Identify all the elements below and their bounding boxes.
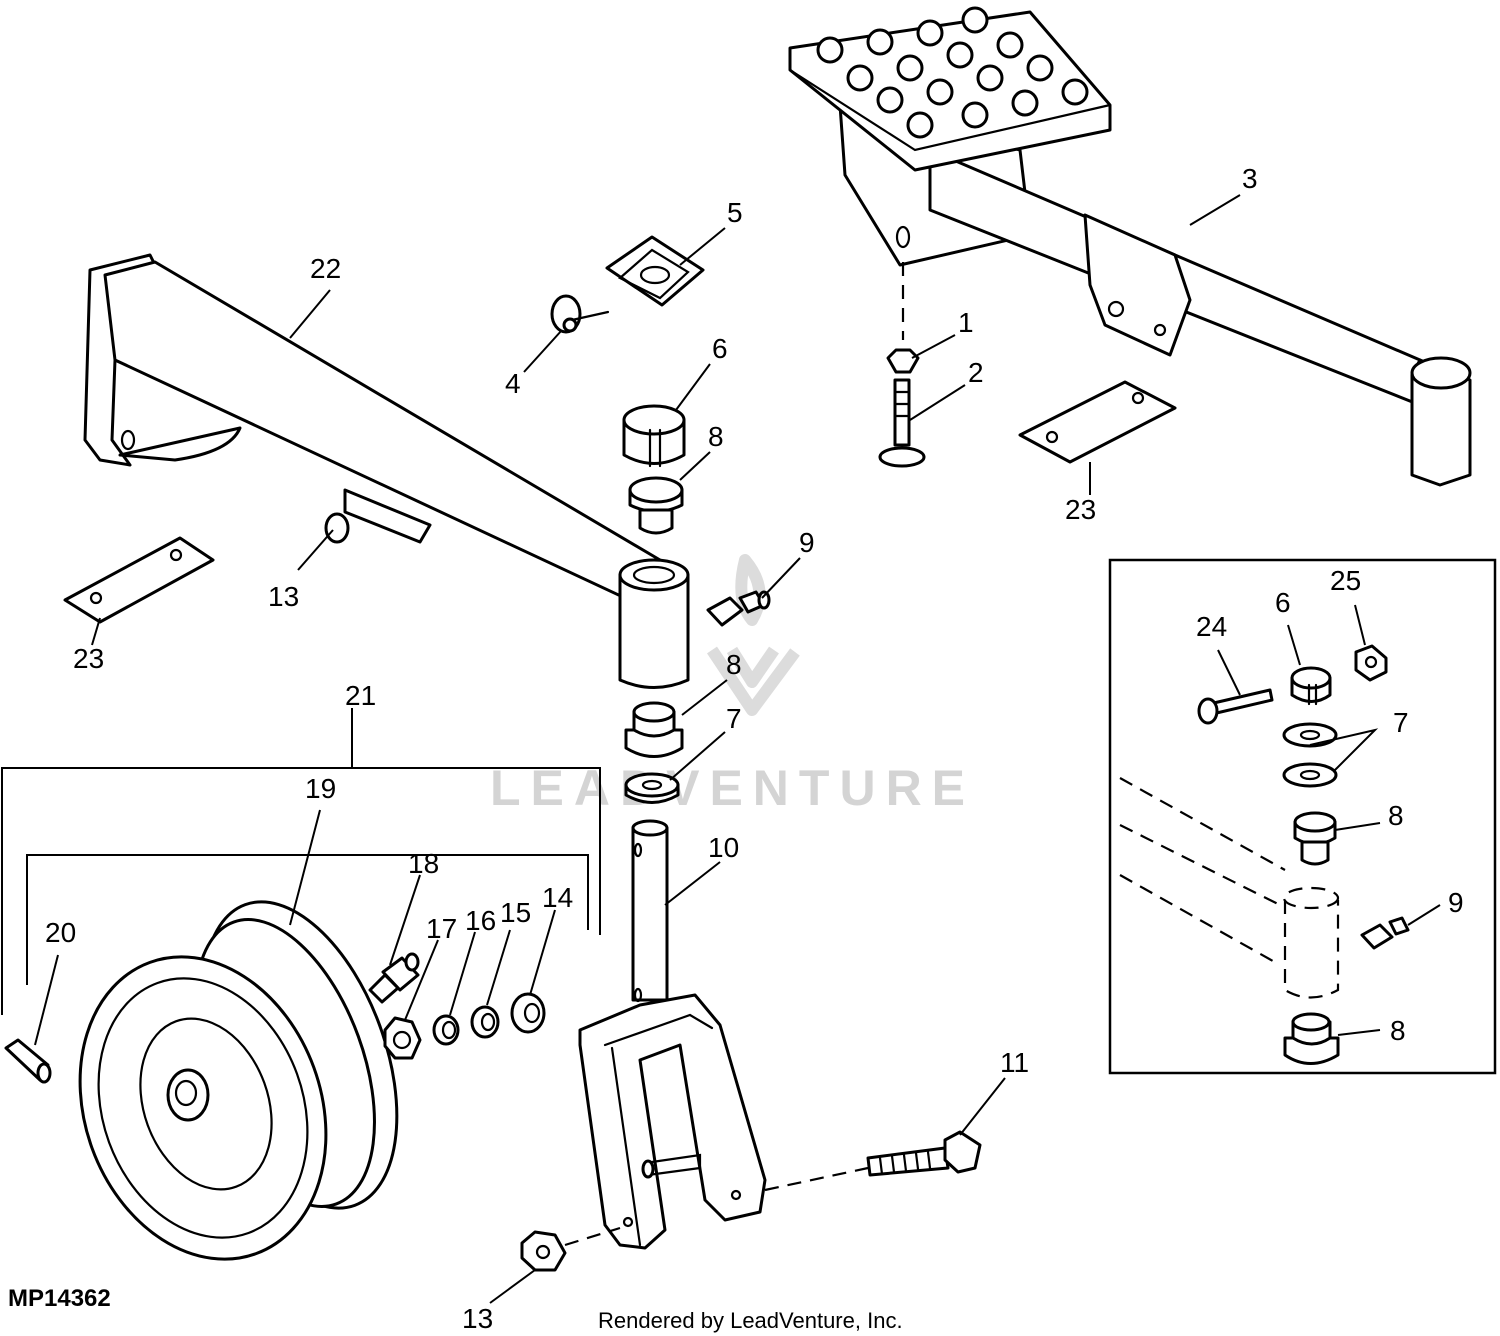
part-10-caster-fork [578, 819, 767, 1250]
callout-19: 19 [305, 773, 336, 804]
callout-8-upper: 8 [708, 421, 724, 452]
callout-21: 21 [345, 680, 376, 711]
callout-9-inset: 9 [1448, 887, 1464, 918]
callout-24: 24 [1196, 611, 1227, 642]
callout-13-lower: 13 [462, 1303, 493, 1334]
part-13-nut-upper [324, 512, 350, 544]
part-8-bushing-middle [624, 701, 684, 758]
part-1-nut [886, 348, 920, 374]
part-14-bushing [510, 992, 546, 1034]
callout-23-left: 23 [73, 643, 104, 674]
part-2-bolt [878, 378, 926, 468]
callout-3: 3 [1242, 163, 1258, 194]
dash-line-axle-nut [564, 1226, 621, 1247]
part-18-grease-fitting [368, 952, 420, 1004]
callout-17: 17 [426, 913, 457, 944]
part-20-valve-stem [4, 1038, 52, 1084]
part-9-grease-fitting [706, 590, 771, 627]
watermark-text: LEADVENTURE [490, 760, 975, 816]
callout-14: 14 [542, 882, 573, 913]
callout-23-right: 23 [1065, 494, 1096, 525]
part-19-wheel-rim [78, 900, 399, 1261]
callout-25: 25 [1330, 565, 1361, 596]
callout-5: 5 [727, 197, 743, 228]
bracket-21 [1, 708, 601, 1015]
dash-line-axle-bolt [764, 1166, 869, 1192]
callout-11: 11 [1000, 1047, 1029, 1078]
callout-8-middle: 8 [726, 649, 742, 680]
callout-7-inset: 7 [1393, 707, 1409, 738]
part-23-plate-right [1018, 380, 1177, 464]
callout-6-inset: 6 [1275, 587, 1291, 618]
callout-15: 15 [500, 897, 531, 928]
callouts: 1 2 3 4 5 6 8 9 8 7 10 11 13 13 14 15 16… [45, 163, 1464, 1334]
part-22-left-axle [83, 253, 690, 689]
part-15-bearing [470, 1005, 500, 1039]
callout-9: 9 [799, 527, 815, 558]
foot-step-plate [788, 6, 1112, 172]
callout-13-upper: 13 [268, 581, 299, 612]
footer-credit: Rendered by LeadVenture, Inc. [598, 1308, 903, 1333]
part-11-bolt [866, 1130, 982, 1177]
callout-20: 20 [45, 917, 76, 948]
inset-detail [1108, 558, 1497, 1075]
part-23-plate-left [63, 536, 215, 624]
callout-7: 7 [726, 703, 742, 734]
figure-id: MP14362 [8, 1285, 111, 1312]
part-16-spacer [432, 1014, 460, 1046]
callout-1: 1 [958, 307, 974, 338]
part-17-bearing [383, 1016, 422, 1060]
part-13-nut-lower [520, 1230, 567, 1272]
part-6-split-bushing [622, 404, 686, 468]
part-4-pin [550, 294, 610, 334]
leader-lines [34, 194, 1441, 1304]
callout-6: 6 [712, 333, 728, 364]
callout-18: 18 [408, 848, 439, 879]
watermark: LEADVENTURE [490, 554, 975, 816]
part-5-square-washer [605, 235, 705, 307]
callout-8-inset-lower: 8 [1390, 1015, 1406, 1046]
callout-10: 10 [708, 832, 739, 863]
callout-16: 16 [465, 905, 496, 936]
callout-22: 22 [310, 253, 341, 284]
part-8-bushing-upper [628, 476, 684, 535]
watermark-logo [707, 554, 800, 716]
callout-8-inset-upper: 8 [1388, 800, 1404, 831]
callout-2: 2 [968, 357, 984, 388]
part-3-right-axle [838, 103, 1472, 487]
callout-4: 4 [505, 368, 521, 399]
part-7-washer [624, 772, 680, 804]
